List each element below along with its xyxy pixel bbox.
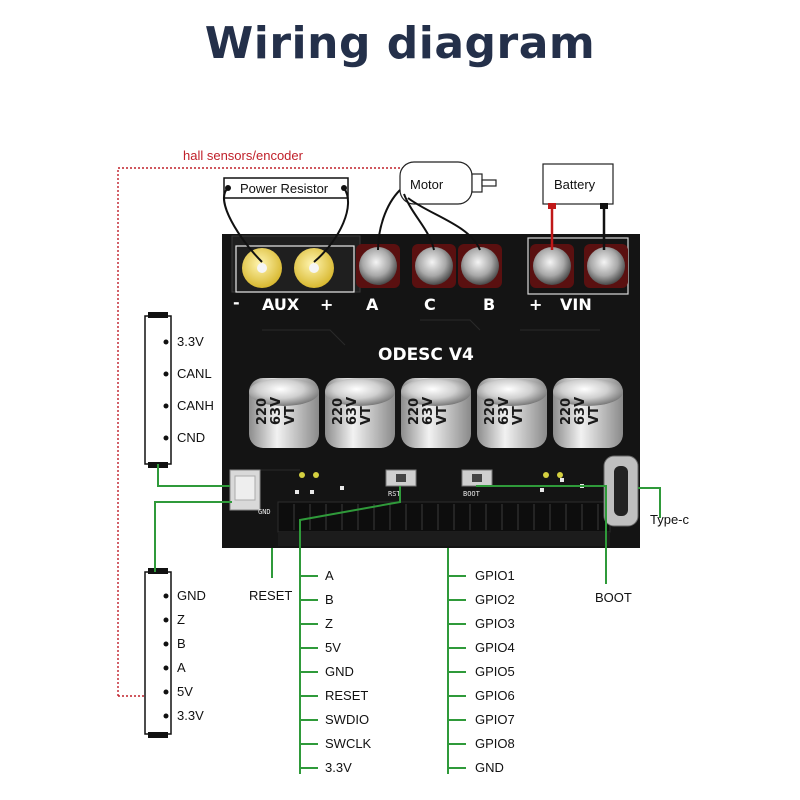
encoder-connector [144,568,172,738]
cap1-voltage: 63V [269,397,284,425]
green-wires [154,464,661,774]
vin-label: VIN [560,295,592,314]
can-connector [144,312,172,468]
capacitor-1 [249,378,319,448]
cap1-series: VT [283,406,298,425]
pin-right-8: GPIO8 [475,736,515,751]
pin-right-4: GPIO4 [475,640,515,655]
power-resistor [223,177,349,263]
enc-pin-6: 3.3V [177,708,204,723]
board-gnd-label: GND [258,508,271,516]
aux-minus: - [233,293,240,312]
pin-right-2: GPIO2 [475,592,515,607]
pin-left-5: GND [325,664,354,679]
motor [377,161,497,251]
enc-pin-3: B [177,636,186,651]
cap1-value: 220 [255,398,270,425]
capacitor-2 [325,378,395,448]
pin-left-4: 5V [325,640,341,655]
boot-silkscreen: BOOT [463,490,481,498]
enc-pin-1: GND [177,588,206,603]
pin-left-7: SWDIO [325,712,369,727]
pin-left-2: B [325,592,334,607]
vin-terminals [530,244,628,288]
pin-right-6: GPIO6 [475,688,515,703]
pin-right-1: GPIO1 [475,568,515,583]
cap4-series: VT [511,406,526,425]
cap3-value: 220 [407,398,422,425]
hall-sensor-label: hall sensors/encoder [183,148,304,163]
vin-plus: + [529,295,542,314]
can-pin-4: CND [177,430,205,445]
capacitors [249,378,623,448]
capacitor-markings: 220 63V VT 220 63V VT 220 63V VT 220 63V… [255,397,602,425]
cap5-series: VT [587,406,602,425]
pin-left-3: Z [325,616,333,631]
cap2-voltage: 63V [345,397,360,425]
phase-a-label: A [366,295,379,314]
cap5-voltage: 63V [573,397,588,425]
cap3-voltage: 63V [421,397,436,425]
pin-right-9: GND [475,760,504,775]
power-resistor-label: Power Resistor [240,181,329,196]
cap4-voltage: 63V [497,397,512,425]
pin-right-3: GPIO3 [475,616,515,631]
aux-plus: + [320,295,333,314]
board-name: ODESC V4 [378,345,474,365]
pin-right-7: GPIO7 [475,712,515,727]
enc-pin-4: A [177,660,186,675]
can-pin-3: CANH [177,398,214,413]
rst-silkscreen: RST [388,490,401,498]
enc-pin-2: Z [177,612,185,627]
typec-label: Type-c [650,512,690,527]
cap2-series: VT [359,406,374,425]
can-pin-1: 3.3V [177,334,204,349]
pin-left-9: 3.3V [325,760,352,775]
cap2-value: 220 [331,398,346,425]
cap3-series: VT [435,406,450,425]
pin-right-5: GPIO5 [475,664,515,679]
aux-label: AUX [262,295,300,314]
capacitor-5 [553,378,623,448]
phase-c-label: C [424,295,436,314]
cap4-value: 220 [483,398,498,425]
battery-label: Battery [554,177,596,192]
pin-left-1: A [325,568,334,583]
phase-terminals [356,244,502,288]
battery [542,163,614,250]
aux-pads [242,248,334,288]
enc-pin-5: 5V [177,684,193,699]
reset-label: RESET [249,588,292,603]
capacitor-3 [401,378,471,448]
pin-left-8: SWCLK [325,736,372,751]
phase-b-label: B [483,295,495,314]
can-pin-2: CANL [177,366,212,381]
pin-left-6: RESET [325,688,368,703]
hall-sensor-wire [117,167,405,697]
motor-label: Motor [410,177,444,192]
cap5-value: 220 [559,398,574,425]
diagram-title: Wiring diagram [204,18,596,69]
boot-label: BOOT [595,590,632,605]
capacitor-4 [477,378,547,448]
